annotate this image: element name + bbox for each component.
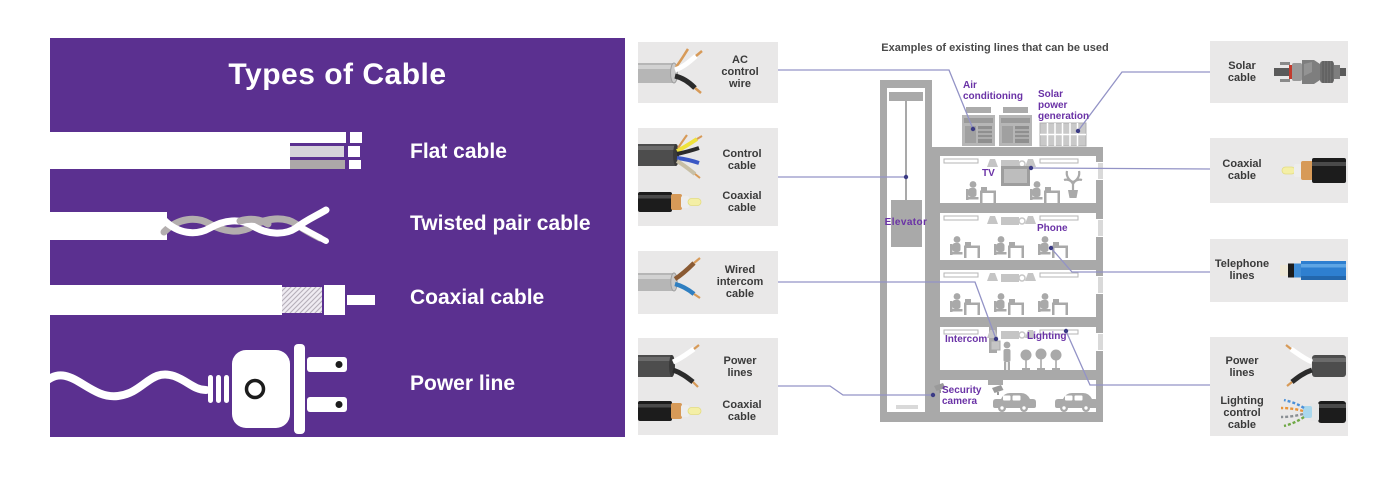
connection-lines — [778, 69, 1211, 396]
coaxial-cable-illustration — [50, 285, 375, 315]
power-lines-icon — [638, 344, 700, 388]
thumb-label: Control cable — [722, 148, 762, 173]
solar-cable-icon — [1274, 60, 1346, 84]
lighting-control-cable-icon — [1280, 398, 1346, 428]
solar-panel — [1039, 122, 1087, 147]
thumb-coaxial-cable: Coaxial cable — [1210, 138, 1348, 203]
label-phone: Phone — [1037, 223, 1068, 234]
cable-type-label-flat: Flat cable — [410, 140, 507, 163]
thumb-label: Wired intercom cable — [716, 264, 764, 301]
thumb-solar-cable: Solar cable — [1210, 41, 1348, 103]
power-lines-icon — [1285, 344, 1346, 387]
label-solar-power-generation: Solar power generation — [1038, 89, 1090, 122]
thumb-power-coaxial: Power lines Coaxial cable — [638, 338, 778, 435]
twisted-pair-illustration — [50, 206, 330, 244]
wired-intercom-cable-icon — [638, 257, 701, 299]
panel-title: Types of Cable — [228, 58, 447, 91]
thumb-power-lighting: Power lines Lighting control cable — [1210, 337, 1348, 436]
label-air-conditioning: Air conditioning — [963, 80, 1023, 102]
cable-type-label-twisted-pair: Twisted pair cable — [410, 212, 591, 235]
power-line-illustration — [50, 344, 347, 434]
floor-lamps — [1020, 348, 1062, 370]
flat-cable-illustration — [50, 132, 362, 169]
thumb-label: Power lines — [723, 355, 757, 380]
coaxial-cable-icon — [638, 401, 702, 421]
security-cameras — [934, 383, 1004, 395]
types-of-cable-panel: Types of Cable Flat cable Twisted pair c… — [50, 38, 625, 437]
thumb-label: Coaxial cable — [722, 190, 762, 215]
building-structure — [880, 80, 1103, 422]
thumb-ac-control-wire: AC control wire — [638, 42, 778, 103]
standing-person — [1003, 341, 1011, 370]
label-tv: TV — [982, 168, 995, 179]
thumb-label: Solar cable — [1227, 60, 1257, 85]
thumb-label: Coaxial cable — [1222, 158, 1262, 183]
thumb-wired-intercom: Wired intercom cable — [638, 251, 778, 314]
coaxial-cable-icon — [638, 192, 702, 212]
cable-type-label-power: Power line — [410, 372, 516, 395]
label-intercom: Intercom — [945, 334, 988, 345]
label-security-camera: Security camera — [942, 385, 982, 407]
label-elevator: Elevator — [884, 217, 928, 228]
plant — [1063, 170, 1083, 198]
thumb-label: Coaxial cable — [722, 399, 762, 424]
label-lighting: Lighting — [1027, 331, 1067, 342]
control-cable-icon — [638, 134, 703, 179]
tv-set — [1001, 166, 1030, 186]
ac-control-wire-icon — [638, 48, 703, 94]
thumb-telephone-lines: Telephone lines — [1210, 239, 1348, 302]
thumb-label: Telephone lines — [1214, 258, 1270, 283]
air-conditioner-units — [962, 107, 1032, 146]
thumb-label: Lighting control cable — [1220, 395, 1264, 432]
telephone-lines-icon — [1280, 261, 1346, 280]
cable-illustrations — [50, 132, 375, 434]
thumb-control-coaxial: Control cable Coaxial cable — [638, 128, 778, 226]
coaxial-cable-icon — [1281, 158, 1346, 183]
thumb-label: AC control wire — [721, 54, 759, 91]
windows — [896, 163, 1103, 409]
cable-type-label-coaxial: Coaxial cable — [410, 286, 545, 309]
thumb-label: Power lines — [1225, 355, 1259, 380]
connection-dots — [903, 126, 1081, 398]
diagram-header: Examples of existing lines that can be u… — [881, 42, 1109, 54]
